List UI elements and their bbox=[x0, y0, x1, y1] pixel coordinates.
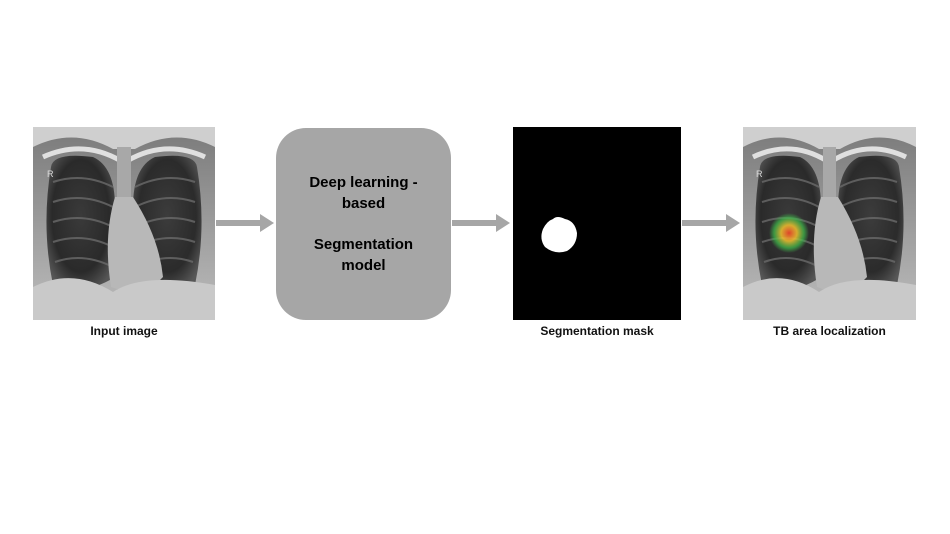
model-label-line-4: model bbox=[341, 257, 386, 274]
chest-xray-icon: R bbox=[33, 127, 215, 320]
input-xray-image: R bbox=[33, 127, 215, 320]
side-marker: R bbox=[47, 169, 54, 179]
localization-caption: TB area localization bbox=[773, 324, 886, 338]
model-label-line-2: based bbox=[341, 195, 386, 212]
localization-xray-image: R bbox=[743, 127, 916, 320]
model-label-line-3: Segmentation bbox=[313, 236, 414, 253]
input-caption: Input image bbox=[90, 324, 158, 338]
model-label-line-1: Deep learning - bbox=[309, 174, 418, 191]
segmentation-mask-image bbox=[513, 127, 681, 320]
right-arrow-icon bbox=[216, 214, 274, 232]
lesion-region bbox=[541, 217, 577, 253]
segmentation-model-box: Deep learning - based Segmentation model bbox=[276, 128, 451, 320]
chest-xray-icon: R bbox=[743, 127, 916, 320]
mask-caption: Segmentation mask bbox=[540, 324, 654, 338]
right-arrow-icon bbox=[452, 214, 510, 232]
side-marker: R bbox=[756, 169, 763, 179]
tb-heatmap-overlay bbox=[769, 213, 809, 253]
right-arrow-icon bbox=[682, 214, 740, 232]
